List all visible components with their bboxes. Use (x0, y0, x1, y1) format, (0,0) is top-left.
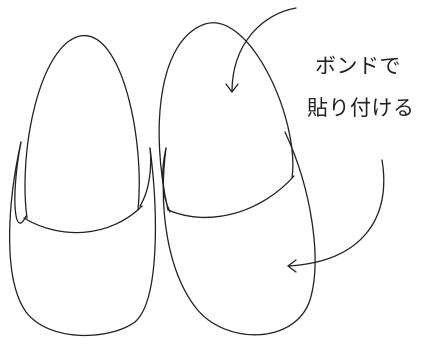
lower-arrow (287, 159, 385, 273)
left-slipper (8, 35, 156, 337)
right-insole-outline (158, 22, 294, 211)
right-heel-line-left (161, 147, 171, 213)
left-shoe-body (8, 141, 156, 337)
left-toe-opening (23, 205, 143, 234)
annotation-line-1: ボンドで (315, 54, 401, 78)
left-heel-line-right (139, 147, 152, 207)
lower-arrowhead (287, 259, 297, 273)
annotation-line-2: 貼り付ける (307, 96, 415, 120)
right-slipper (158, 22, 316, 336)
upper-arrow-curve (231, 7, 297, 93)
left-insole-outline (24, 35, 140, 219)
upper-arrow (225, 7, 297, 93)
upper-arrowhead (225, 83, 239, 93)
right-toe-opening (167, 175, 295, 219)
right-shoe-body (162, 131, 316, 336)
lower-arrow-curve (287, 159, 385, 267)
left-heel-line (14, 141, 27, 224)
